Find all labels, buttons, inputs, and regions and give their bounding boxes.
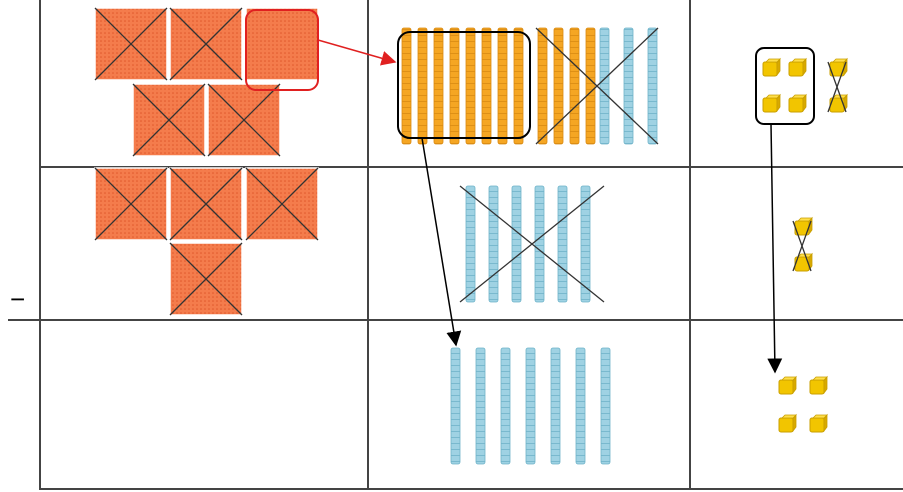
table-grid <box>8 0 903 490</box>
hundred-flat <box>245 7 319 81</box>
ten-rod <box>475 347 486 465</box>
ten-rod <box>569 27 580 145</box>
ten-rod <box>511 185 522 303</box>
hundred-flat <box>169 167 243 241</box>
regroup-arrow <box>317 39 397 66</box>
hundred-flat <box>169 7 243 81</box>
ten-rod <box>575 347 586 465</box>
ten-rod <box>401 27 412 145</box>
hundreds-flats <box>94 7 319 316</box>
ten-rod <box>465 185 476 303</box>
tens-group-box <box>397 31 531 139</box>
ten-rod <box>465 27 476 145</box>
ten-rod <box>647 27 658 145</box>
ten-rod <box>557 185 568 303</box>
ten-rod <box>600 347 611 465</box>
tens-rods <box>401 27 659 465</box>
ten-rod <box>537 27 548 145</box>
one-cube <box>762 57 781 77</box>
one-cube <box>794 252 813 272</box>
ones-move-arrow <box>767 123 783 374</box>
ten-rod <box>449 27 460 145</box>
ones-group-box <box>755 47 815 125</box>
ten-rod <box>497 27 508 145</box>
hundred-flat <box>94 167 168 241</box>
one-cube <box>778 375 797 395</box>
ten-rod <box>623 27 634 145</box>
hundred-flat <box>94 7 168 81</box>
ten-rod <box>500 347 511 465</box>
ten-rod <box>553 27 564 145</box>
hundred-flat <box>132 83 206 157</box>
ten-rod <box>488 185 499 303</box>
hundred-flat <box>169 242 243 316</box>
one-cube <box>778 413 797 433</box>
ten-rod <box>417 27 428 145</box>
ten-rod <box>599 27 610 145</box>
ten-rod <box>585 27 596 145</box>
one-cube <box>829 57 848 77</box>
tens-move-arrow <box>421 137 462 347</box>
one-cube <box>809 375 828 395</box>
ten-rod <box>550 347 561 465</box>
ten-rod <box>534 185 545 303</box>
one-cube <box>809 413 828 433</box>
ones-cubes <box>762 57 848 433</box>
ten-rod <box>450 347 461 465</box>
one-cube <box>788 57 807 77</box>
one-cube <box>762 93 781 113</box>
ten-rod <box>481 27 492 145</box>
ten-rod <box>433 27 444 145</box>
annotations <box>245 9 815 374</box>
hundred-flat <box>207 83 281 157</box>
hundred-flat <box>245 167 319 241</box>
regroup-hundred-box <box>245 9 319 91</box>
ten-rod <box>513 27 524 145</box>
minus-sign: − <box>10 284 25 314</box>
ten-rod <box>580 185 591 303</box>
ten-rod <box>525 347 536 465</box>
one-cube <box>788 93 807 113</box>
